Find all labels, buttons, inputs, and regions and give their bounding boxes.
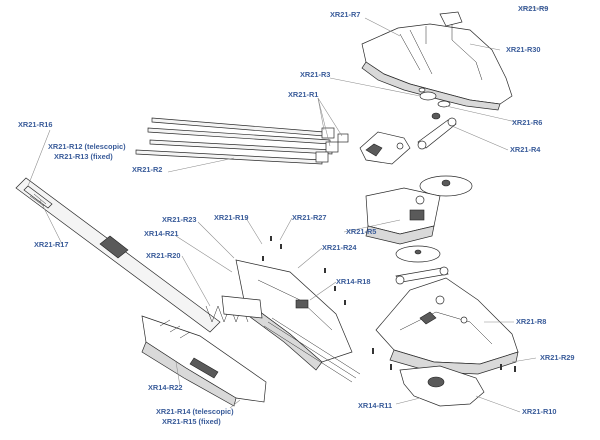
label-xr21-r1: XR21-R1 — [288, 90, 318, 99]
label-xr21-r14-telescopic: XR21-R14 (telescopic) — [156, 407, 234, 416]
label-xr14-r22: XR14-R22 — [148, 383, 183, 392]
gear-small — [395, 245, 441, 263]
label-xr21-r3: XR21-R3 — [300, 70, 330, 79]
base-housing-r8 — [375, 277, 519, 375]
gear-large — [419, 175, 473, 197]
label-xr21-r20: XR21-R20 — [146, 251, 181, 260]
handle-tube — [15, 177, 221, 333]
bracket-r3 — [359, 131, 411, 165]
spring-and-board — [205, 295, 361, 383]
label-xr21-r7: XR21-R7 — [330, 10, 360, 19]
label-xr21-r17: XR21-R17 — [34, 240, 69, 249]
label-xr21-r12-telescopic: XR21-R12 (telescopic) — [48, 142, 126, 151]
label-xr21-r30: XR21-R30 — [506, 45, 541, 54]
label-xr21-r2: XR21-R2 — [132, 165, 162, 174]
label-xr21-r10: XR21-R10 — [522, 407, 557, 416]
top-cover-part — [361, 11, 513, 111]
label-xr21-r4: XR21-R4 — [510, 145, 541, 154]
label-xr21-r19: XR21-R19 — [214, 213, 249, 222]
lower-handle — [141, 315, 267, 407]
label-xr21-r8: XR21-R8 — [516, 317, 546, 326]
label-xr21-r16: XR21-R16 — [18, 120, 53, 129]
label-xr14-r21: XR14-R21 — [144, 229, 179, 238]
label-xr21-r9: XR21-R9 — [518, 4, 548, 13]
bottom-plate-r10 — [399, 365, 485, 407]
label-xr14-r11: XR14-R11 — [358, 401, 392, 410]
leader-lines — [27, 7, 548, 413]
part-labels: XR21-R9 XR21-R7 XR21-R30 XR21-R3 XR21-R1… — [18, 4, 575, 426]
label-xr21-r5: XR21-R5 — [346, 227, 376, 236]
label-xr21-r13-fixed: XR21-R13 (fixed) — [54, 152, 113, 161]
link-arm-part — [417, 117, 457, 150]
label-xr21-r15-fixed: XR21-R15 (fixed) — [162, 417, 221, 426]
label-xr21-r24: XR21-R24 — [322, 243, 357, 252]
label-xr21-r27: XR21-R27 — [292, 213, 327, 222]
link-plate — [395, 266, 449, 285]
screws — [262, 236, 516, 372]
small-hardware-cluster — [418, 87, 451, 120]
label-xr21-r23: XR21-R23 — [162, 215, 197, 224]
gearbox-module-r5 — [365, 187, 441, 245]
label-xr14-r18: XR14-R18 — [336, 277, 371, 286]
label-xr21-r6: XR21-R6 — [512, 118, 542, 127]
label-xr21-r29: XR21-R29 — [540, 353, 575, 362]
rods-r1 — [135, 117, 349, 165]
